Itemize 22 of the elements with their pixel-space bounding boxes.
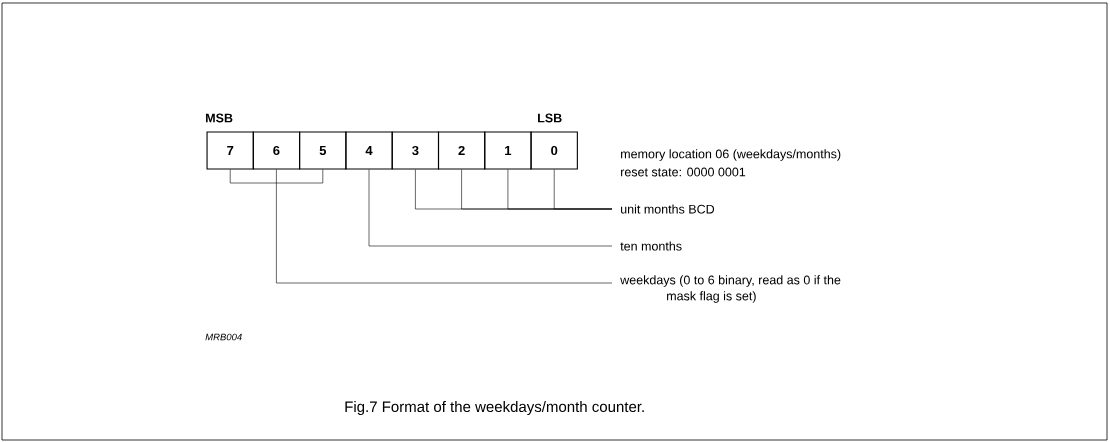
figure-code: MRB004: [205, 333, 242, 341]
bit-box: 2: [437, 131, 486, 170]
connector-line: [553, 169, 613, 210]
figure-caption: Fig.7 Format of the weekdays/month counter.: [345, 401, 644, 415]
register-description: memory location 06 (weekdays/months): [621, 149, 841, 161]
connector-line: [276, 169, 324, 184]
connector-line: [276, 169, 613, 284]
field-label: weekdays (0 to 6 binary, read as 0 if the mask flag is set): [620, 275, 841, 303]
bit-box: 1: [484, 131, 532, 170]
bit-box: 4: [345, 131, 393, 170]
bit-label: LSB: [538, 113, 562, 123]
bit-box: 5: [299, 131, 347, 170]
bit-box: 7: [206, 131, 254, 170]
bit-box: 3: [391, 131, 440, 170]
bit-label: MSB: [206, 113, 233, 123]
register-description: reset state: 0000 0001: [621, 167, 746, 177]
bit-box: 0: [530, 131, 578, 170]
connector-line: [229, 169, 277, 184]
field-label: unit months BCD: [621, 204, 715, 214]
bit-box: 6: [252, 131, 301, 170]
connector-line: [368, 169, 613, 247]
field-label: ten months: [620, 241, 682, 251]
